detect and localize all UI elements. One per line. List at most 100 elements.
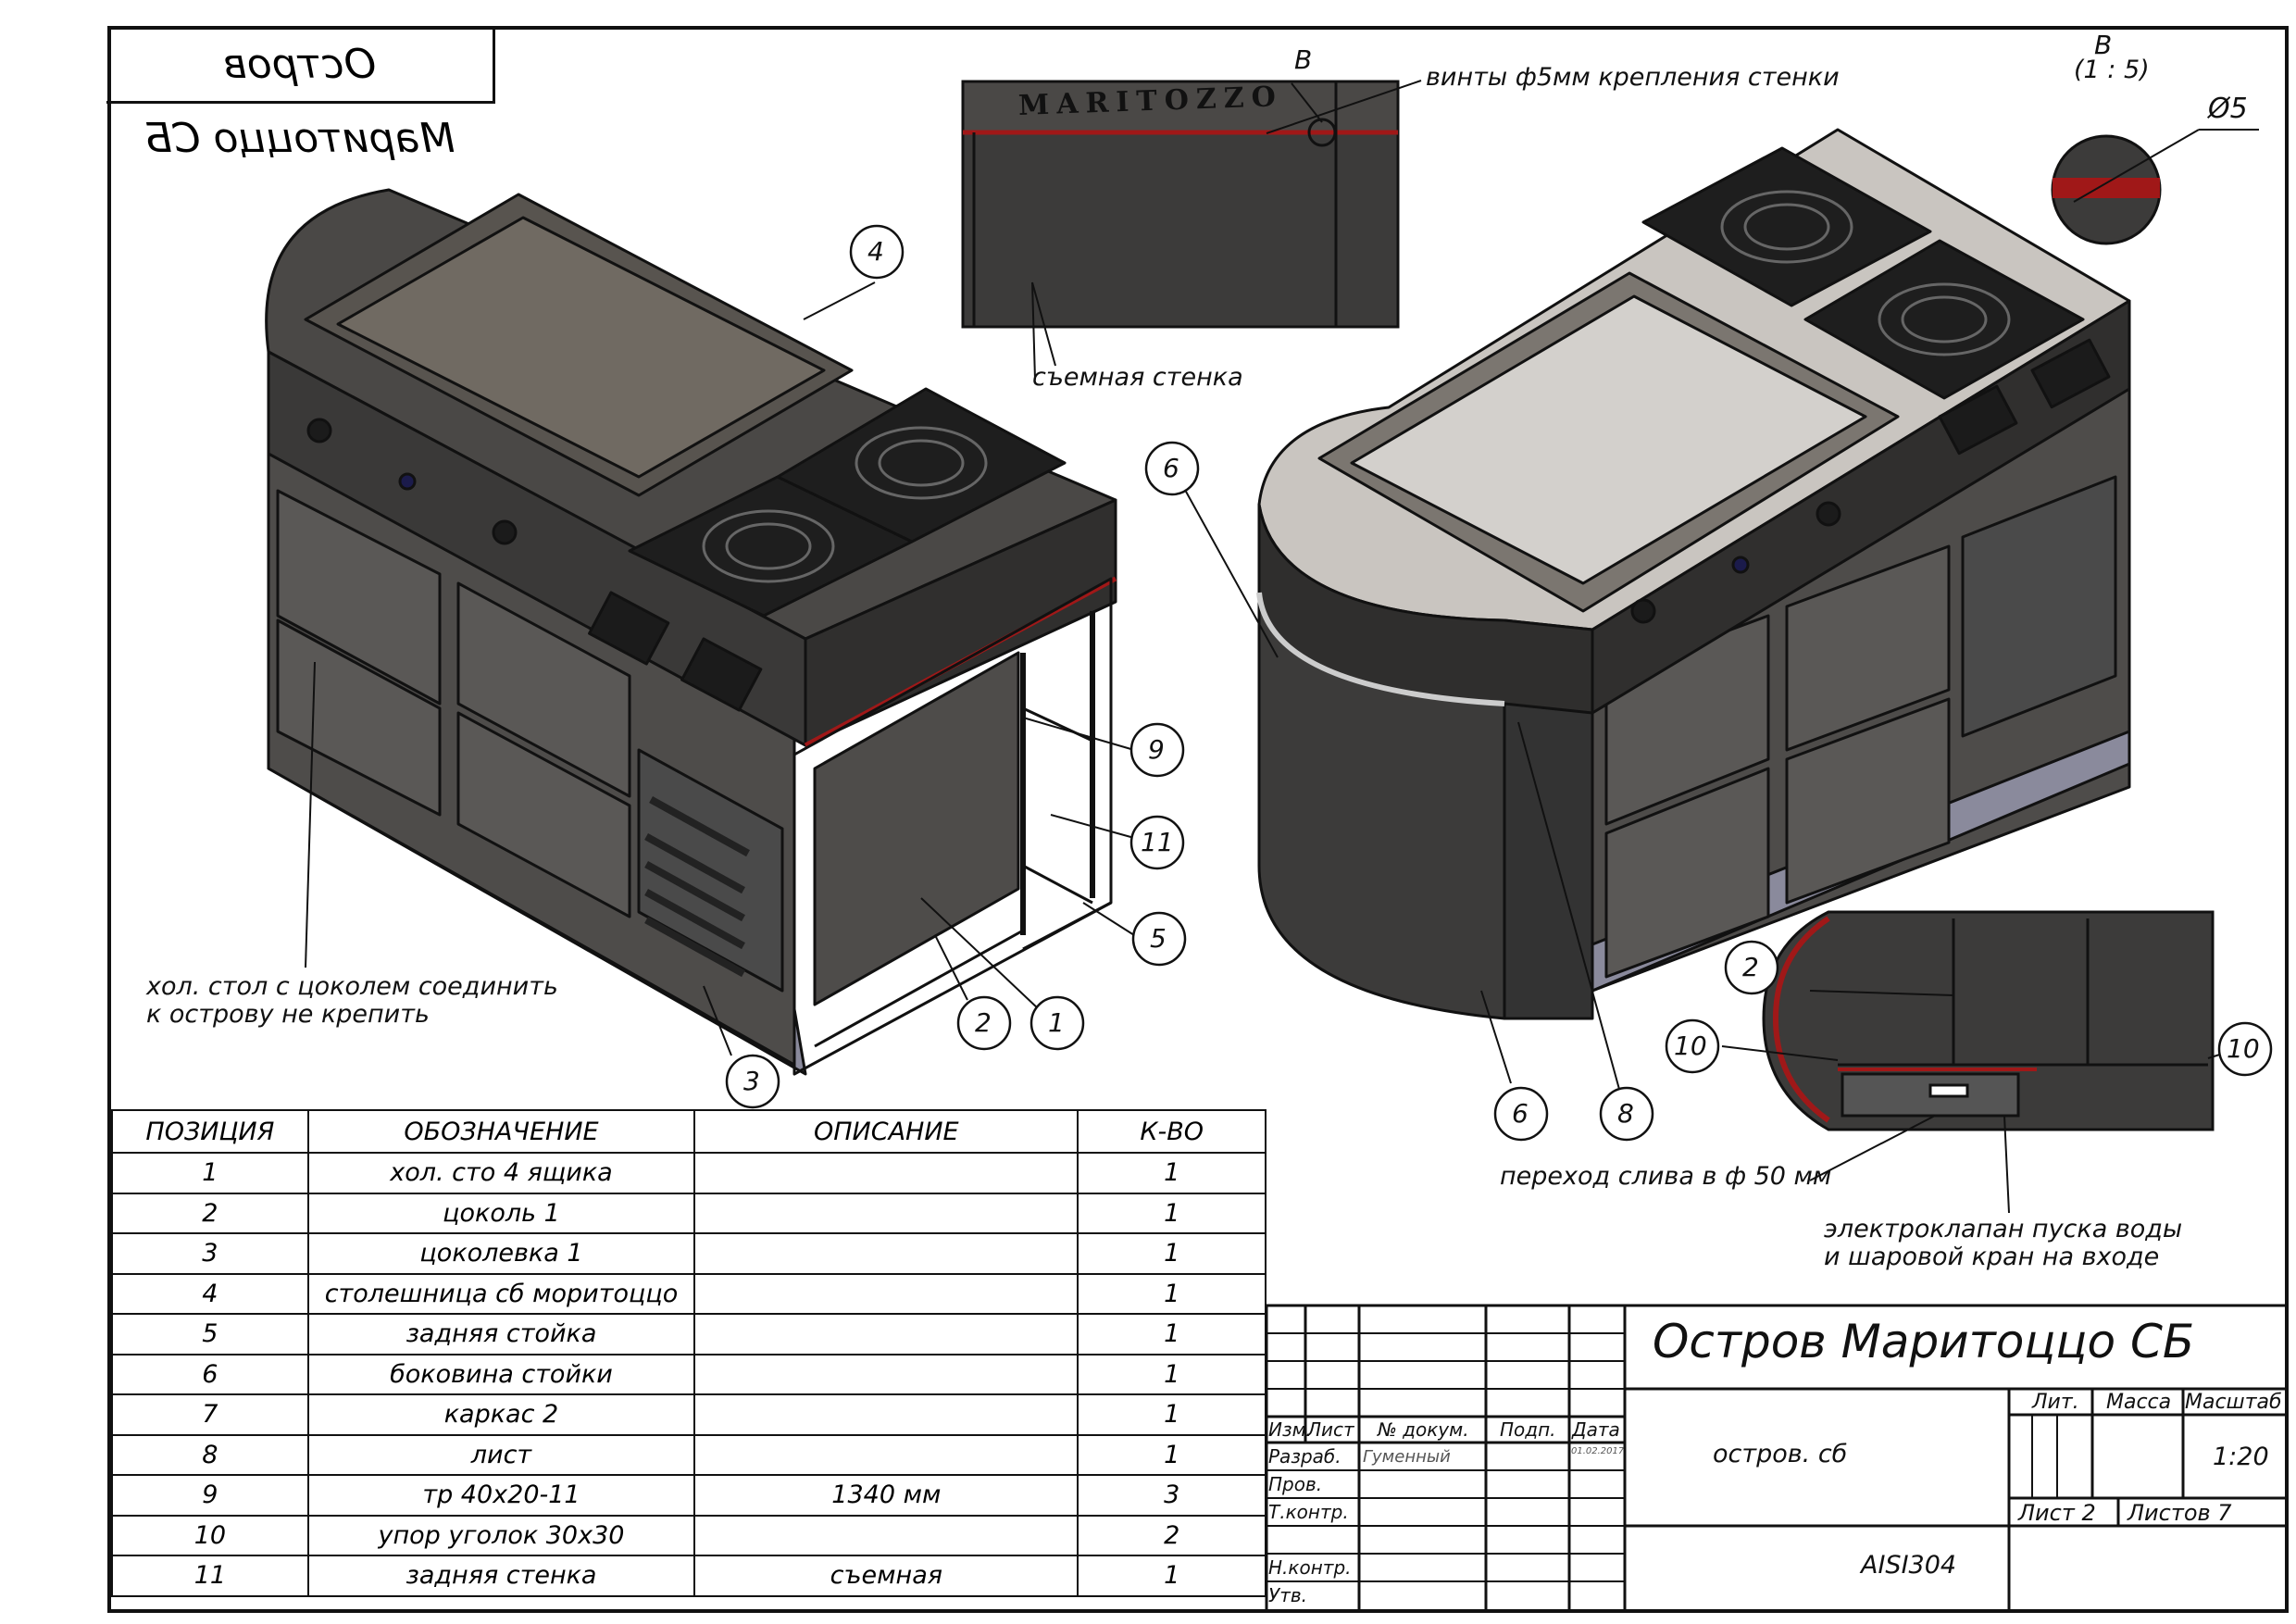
cell: съемная: [693, 1555, 1079, 1597]
cell: 6: [111, 1353, 309, 1395]
title-block-sheet: Лист 2: [2018, 1500, 2096, 1526]
cell: [693, 1514, 1079, 1556]
balloon-2b: 2: [1742, 952, 1759, 982]
cell: [693, 1313, 1079, 1355]
cell: 1: [1077, 1192, 1267, 1234]
title-block-title: Остров Маритоццо СБ: [1653, 1315, 2195, 1368]
sheet-frame: [107, 26, 2289, 1613]
callout-valve-line1: электроклапан пуска воды: [1824, 1215, 2183, 1243]
cell: 11: [111, 1555, 309, 1597]
header-description: ОПИСАНИЕ: [693, 1109, 1079, 1154]
tb-razrab: Разраб.: [1268, 1445, 1341, 1468]
balloon-9: 9: [1148, 734, 1165, 765]
cell: 2: [1077, 1514, 1267, 1556]
tb-izm: Изм.: [1268, 1418, 1313, 1441]
tb-nkontr: Н.контр.: [1268, 1556, 1352, 1579]
balloon-10a: 10: [1674, 1031, 1707, 1061]
tb-doc-no: № докум.: [1378, 1418, 1469, 1441]
detail-view-scale: (1 : 5): [2074, 56, 2150, 84]
cell: 2: [111, 1192, 309, 1234]
cell: 1: [1077, 1353, 1267, 1395]
balloon-1: 1: [1048, 1007, 1065, 1038]
plan-section-view: [1762, 910, 2215, 1131]
cell: столешница сб моритоццо: [306, 1272, 696, 1315]
balloon-2: 2: [975, 1007, 992, 1038]
cell: 9: [111, 1474, 309, 1517]
cell: [693, 1232, 1079, 1275]
balloon-6a: 6: [1163, 453, 1179, 483]
detail-b-marker: B: [1294, 44, 1313, 75]
cell: 5: [111, 1313, 309, 1355]
tb-razrab-date: 01.02.2017: [1571, 1446, 1625, 1456]
cell: [693, 1393, 1079, 1436]
title-block-material: AISI304: [1861, 1551, 1957, 1580]
balloon-8: 8: [1617, 1098, 1634, 1129]
header-position: ПОЗИЦИЯ: [111, 1109, 309, 1154]
cell: боковина стойки: [306, 1353, 696, 1395]
cell: задняя стенка: [306, 1555, 696, 1597]
cell: 1: [111, 1152, 309, 1194]
callout-screws: винты ф5мм крепления стенки: [1426, 63, 1840, 92]
cell: 1340 мм: [693, 1474, 1079, 1517]
cell: задняя стойка: [306, 1313, 696, 1355]
cell: цоколевка 1: [306, 1232, 696, 1275]
balloon-4: 4: [867, 236, 884, 267]
cell: 1: [1077, 1313, 1267, 1355]
cell: 10: [111, 1514, 309, 1556]
cell: 7: [111, 1393, 309, 1436]
callout-connect-line2: к островy не крепить: [146, 1000, 430, 1029]
callout-drain: переход слива в ф 50 мм: [1500, 1162, 1832, 1191]
tb-list: Лист: [1307, 1418, 1354, 1441]
cell: тр 40х20-11: [306, 1474, 696, 1517]
balloon-6b: 6: [1512, 1098, 1529, 1129]
leader-lines: [305, 80, 2232, 1214]
detail-b-view: [2051, 129, 2259, 245]
balloon-3: 3: [743, 1066, 760, 1096]
cell: 1: [1077, 1272, 1267, 1315]
cell: 1: [1077, 1393, 1267, 1436]
tb-sign: Подп.: [1500, 1418, 1556, 1441]
callout-valve-line2: и шаровой кран на входе: [1824, 1243, 2160, 1271]
cell: хол. сто 4 ящика: [306, 1152, 696, 1194]
tb-prov: Пров.: [1268, 1473, 1323, 1495]
cell: лист: [306, 1433, 696, 1476]
cell: 3: [111, 1232, 309, 1275]
right-island-view: [1256, 128, 2131, 1020]
title-block-scale: 1:20: [2213, 1443, 2269, 1471]
tb-date: Дата: [1572, 1418, 1620, 1441]
balloon-circles: [725, 224, 2273, 1142]
balloon-10b: 10: [2227, 1033, 2260, 1064]
balloon-5: 5: [1150, 923, 1167, 954]
tb-tkontr: Т.контр.: [1268, 1501, 1349, 1523]
cell: цоколь 1: [306, 1192, 696, 1234]
cell: [693, 1192, 1079, 1234]
cell: 3: [1077, 1474, 1267, 1517]
cell: [693, 1353, 1079, 1395]
mirrored-title: Остров Маритоццо СБ: [106, 28, 495, 162]
callout-removable-wall: съемная стенка: [1032, 363, 1243, 392]
cell: 8: [111, 1433, 309, 1476]
cell: [693, 1433, 1079, 1476]
cell: каркас 2: [306, 1393, 696, 1436]
cell: 4: [111, 1272, 309, 1315]
cell: 1: [1077, 1152, 1267, 1194]
title-block-lit: Лит.: [2032, 1391, 2079, 1414]
cell: [693, 1272, 1079, 1315]
detail-view-label: B: [2094, 30, 2113, 60]
header-quantity: К-ВО: [1077, 1109, 1267, 1154]
cell: 1: [1077, 1232, 1267, 1275]
